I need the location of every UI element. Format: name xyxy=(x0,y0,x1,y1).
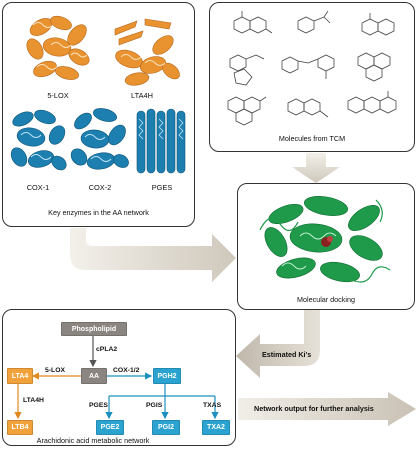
edge-label-cpla2: cPLA2 xyxy=(96,346,118,353)
molecule-structures xyxy=(227,10,397,126)
node-lta4: LTA4 xyxy=(7,368,33,384)
protein-5lox-structure xyxy=(26,15,90,80)
docking-structure xyxy=(259,196,391,283)
docking-panel-caption: Molecular docking xyxy=(297,295,355,304)
node-pge2: PGE2 xyxy=(96,420,124,435)
protein-pges-structure xyxy=(136,108,186,174)
network-output-label: Network output for further analysis xyxy=(254,404,374,413)
protein-lta4h-structure xyxy=(114,18,180,86)
tcm-panel-caption: Molecules from TCM xyxy=(278,134,346,143)
molecular-docking-panel: Molecular docking xyxy=(237,183,415,310)
node-pgi2: PGI2 xyxy=(152,420,180,435)
enzymes-to-docking-arrow xyxy=(70,228,236,282)
network-edges xyxy=(14,334,219,420)
estimated-ki-arrow xyxy=(236,310,320,378)
protein-label-cox2: COX-2 xyxy=(88,183,112,192)
edge-label-txas: TXAS xyxy=(203,402,222,409)
tcm-molecules-panel: Molecules from TCM xyxy=(209,2,415,152)
edge-label-pgis: PGIS xyxy=(146,402,163,409)
node-txa2: TXA2 xyxy=(202,420,230,435)
edge-label-pges: PGES xyxy=(89,402,108,409)
network-panel-caption: Arachidonic acid metabolic network xyxy=(36,436,150,445)
edge-label-lta4h: LTA4H xyxy=(23,397,44,404)
edge-label-cox: COX-1/2 xyxy=(113,367,140,374)
node-ltb4: LTB4 xyxy=(7,420,33,435)
protein-label-pges: PGES xyxy=(151,183,173,192)
protein-cox1-structure xyxy=(10,109,67,171)
protein-label-cox1: COX-1 xyxy=(26,183,50,192)
protein-cox2-structure xyxy=(70,108,129,170)
network-output-arrow xyxy=(238,392,416,426)
tcm-to-docking-arrow xyxy=(292,153,340,183)
node-aa: AA xyxy=(81,368,107,384)
node-phospholipid: Phospholipid xyxy=(61,322,127,336)
edge-label-5lox: 5-LOX xyxy=(45,367,66,374)
node-pgh2: PGH2 xyxy=(153,368,181,384)
protein-label-5lox: 5-LOX xyxy=(47,91,69,100)
estimated-ki-label: Estimated Ki's xyxy=(262,350,312,359)
enzymes-panel: 5-LOX LTA4H COX-1 xyxy=(2,2,195,227)
aa-network-panel: Phospholipid cPLA2 AA LTA4 5-LOX LTA4H L… xyxy=(2,309,236,446)
enzymes-panel-caption: Key enzymes in the AA network xyxy=(48,208,149,217)
protein-label-lta4h: LTA4H xyxy=(131,91,153,100)
